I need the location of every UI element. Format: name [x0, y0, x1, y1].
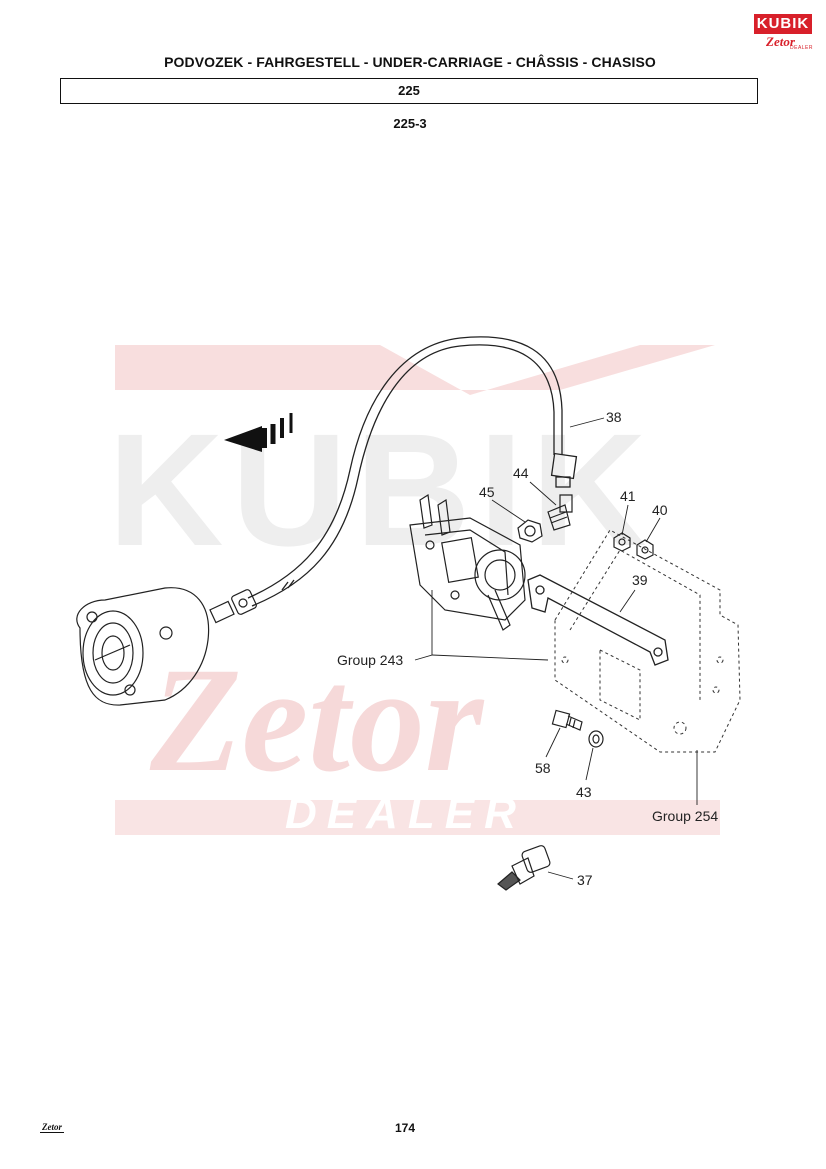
watermark: KUBIK Zetor DEALER	[108, 345, 720, 838]
callout-37: 37	[577, 872, 593, 888]
part-38-cable	[247, 336, 578, 607]
logo-brand: KUBIK	[754, 14, 812, 34]
callout-group-254: Group 254	[652, 808, 719, 824]
callout-43: 43	[576, 784, 592, 800]
page-number: 174	[395, 1121, 416, 1135]
cable-end-fitting	[209, 589, 257, 624]
subgroup-number: 225-3	[393, 116, 427, 131]
callout-40: 40	[652, 502, 668, 518]
leader-lines	[414, 417, 698, 880]
gearbox-housing	[76, 587, 210, 706]
part-40-nut	[636, 539, 654, 560]
direction-arrow-icon	[224, 413, 293, 452]
logo-maker: Zetor	[766, 34, 795, 49]
part-45-nut	[517, 519, 543, 543]
callout-58: 58	[535, 760, 551, 776]
callout-44: 44	[513, 465, 529, 481]
group-number-box: 225	[60, 78, 758, 104]
logo-tag: DEALER	[790, 45, 814, 51]
part-39-bracket	[527, 574, 669, 666]
frame-plate-group-254	[554, 529, 741, 753]
dealer-logo: KUBIK Zetor DEALER	[754, 14, 814, 51]
footer-logo: Zetor	[40, 1122, 64, 1133]
part-58-bolt	[551, 709, 583, 731]
page-title: PODVOZEK - FAHRGESTELL - UNDER-CARRIAGE …	[164, 54, 656, 70]
watermark-brand: KUBIK	[108, 400, 655, 579]
callout-group-243: Group 243	[337, 652, 404, 668]
part-43-nut	[588, 730, 604, 748]
valve-assembly-group-243	[409, 493, 526, 631]
watermark-tag: DEALER	[285, 789, 526, 838]
part-44-elbow-fitting	[547, 494, 573, 531]
callout-39: 39	[632, 572, 648, 588]
part-37-plug	[497, 845, 551, 891]
callout-38: 38	[606, 409, 622, 425]
callout-41: 41	[620, 488, 636, 504]
watermark-maker: Zetor	[149, 637, 485, 803]
callout-45: 45	[479, 484, 495, 500]
